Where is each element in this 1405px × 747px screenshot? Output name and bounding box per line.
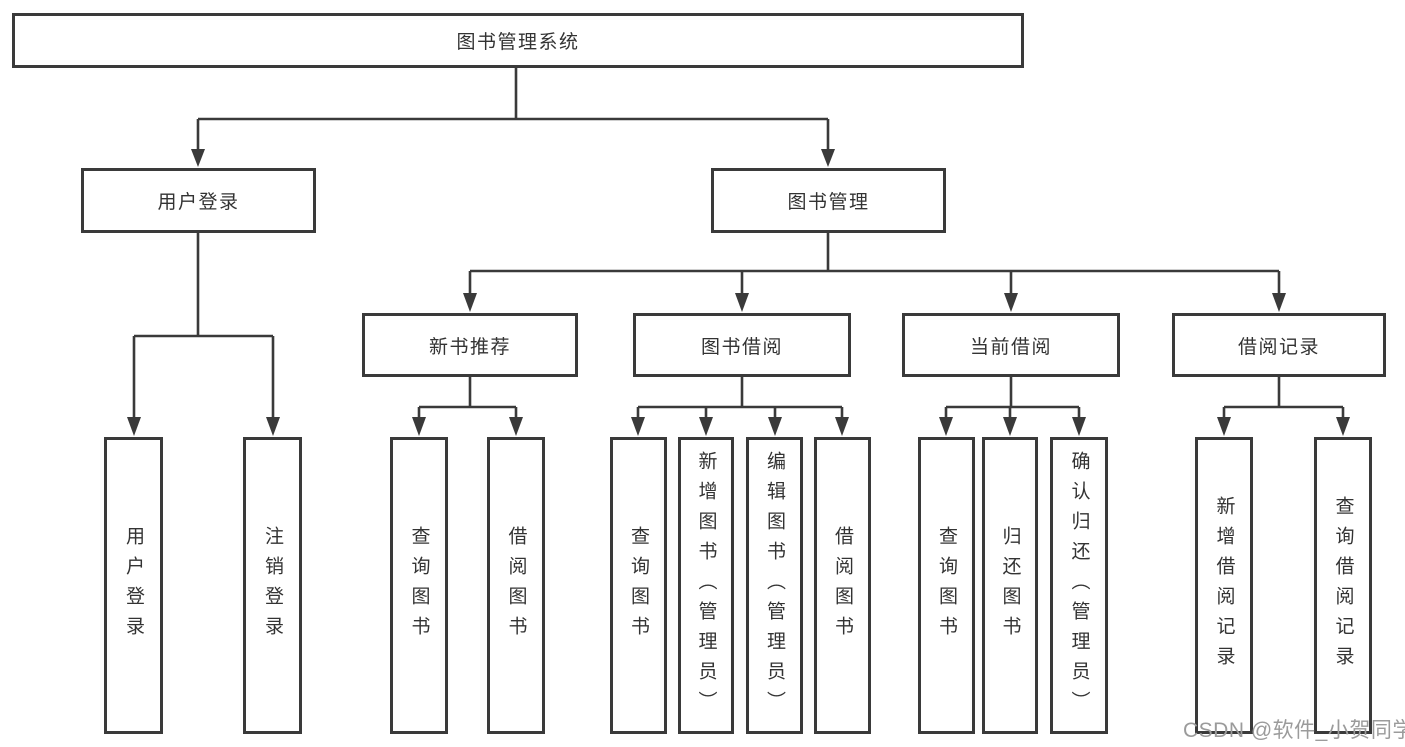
node-label: 借阅图书 bbox=[832, 525, 853, 646]
node-label: 当前借阅 bbox=[969, 336, 1052, 358]
leaf-confirm-return-admin: 确认归还（管理员） bbox=[1050, 437, 1108, 734]
csdn-watermark: CSDN @软件_小贺同学 bbox=[1183, 719, 1405, 742]
node-label: 注销登录 bbox=[262, 525, 283, 646]
node-label: 用户登录 bbox=[157, 192, 240, 213]
node-label: 归还图书 bbox=[999, 525, 1021, 646]
node-user-login: 用户登录 bbox=[81, 168, 316, 233]
node-label: 编辑图书（管理员） bbox=[764, 450, 785, 721]
leaf-query-book-recommend: 查询图书 bbox=[390, 437, 448, 734]
leaf-borrow-book-recommend: 借阅图书 bbox=[487, 437, 545, 734]
node-label: 图书管理 bbox=[787, 192, 870, 213]
leaf-return-book: 归还图书 bbox=[982, 437, 1038, 734]
node-label: 借阅图书 bbox=[505, 525, 527, 646]
node-label: 确认归还（管理员） bbox=[1068, 450, 1090, 721]
node-label: 查询图书 bbox=[628, 525, 649, 646]
node-current-borrowing: 当前借阅 bbox=[902, 313, 1120, 377]
node-book-management: 图书管理 bbox=[711, 168, 946, 233]
node-label: 新增借阅记录 bbox=[1213, 495, 1235, 676]
node-label: 图书管理系统 bbox=[456, 32, 580, 53]
arrowheads bbox=[127, 149, 1350, 436]
node-label: 查询图书 bbox=[936, 525, 957, 646]
node-label: 新增图书（管理员） bbox=[695, 450, 717, 721]
leaf-borrow-book: 借阅图书 bbox=[814, 437, 871, 734]
node-borrowing-records: 借阅记录 bbox=[1172, 313, 1386, 377]
node-label: 查询借阅记录 bbox=[1332, 495, 1354, 676]
leaf-user-login: 用户登录 bbox=[104, 437, 163, 734]
node-book-borrowing: 图书借阅 bbox=[633, 313, 851, 377]
leaf-logout: 注销登录 bbox=[243, 437, 302, 734]
node-label: 借阅记录 bbox=[1237, 336, 1320, 358]
leaf-query-book-current: 查询图书 bbox=[918, 437, 975, 734]
node-label: 用户登录 bbox=[123, 525, 144, 646]
leaf-query-borrow-record: 查询借阅记录 bbox=[1314, 437, 1372, 734]
node-new-book-recommend: 新书推荐 bbox=[362, 313, 578, 377]
node-label: 新书推荐 bbox=[428, 336, 511, 358]
node-label: 图书借阅 bbox=[700, 336, 783, 358]
leaf-edit-book-admin: 编辑图书（管理员） bbox=[746, 437, 803, 734]
leaf-add-book-admin: 新增图书（管理员） bbox=[678, 437, 734, 734]
leaf-query-book-borrowing: 查询图书 bbox=[610, 437, 667, 734]
node-label: 查询图书 bbox=[408, 525, 430, 646]
node-library-management-system: 图书管理系统 bbox=[12, 13, 1024, 68]
leaf-add-borrow-record: 新增借阅记录 bbox=[1195, 437, 1253, 734]
